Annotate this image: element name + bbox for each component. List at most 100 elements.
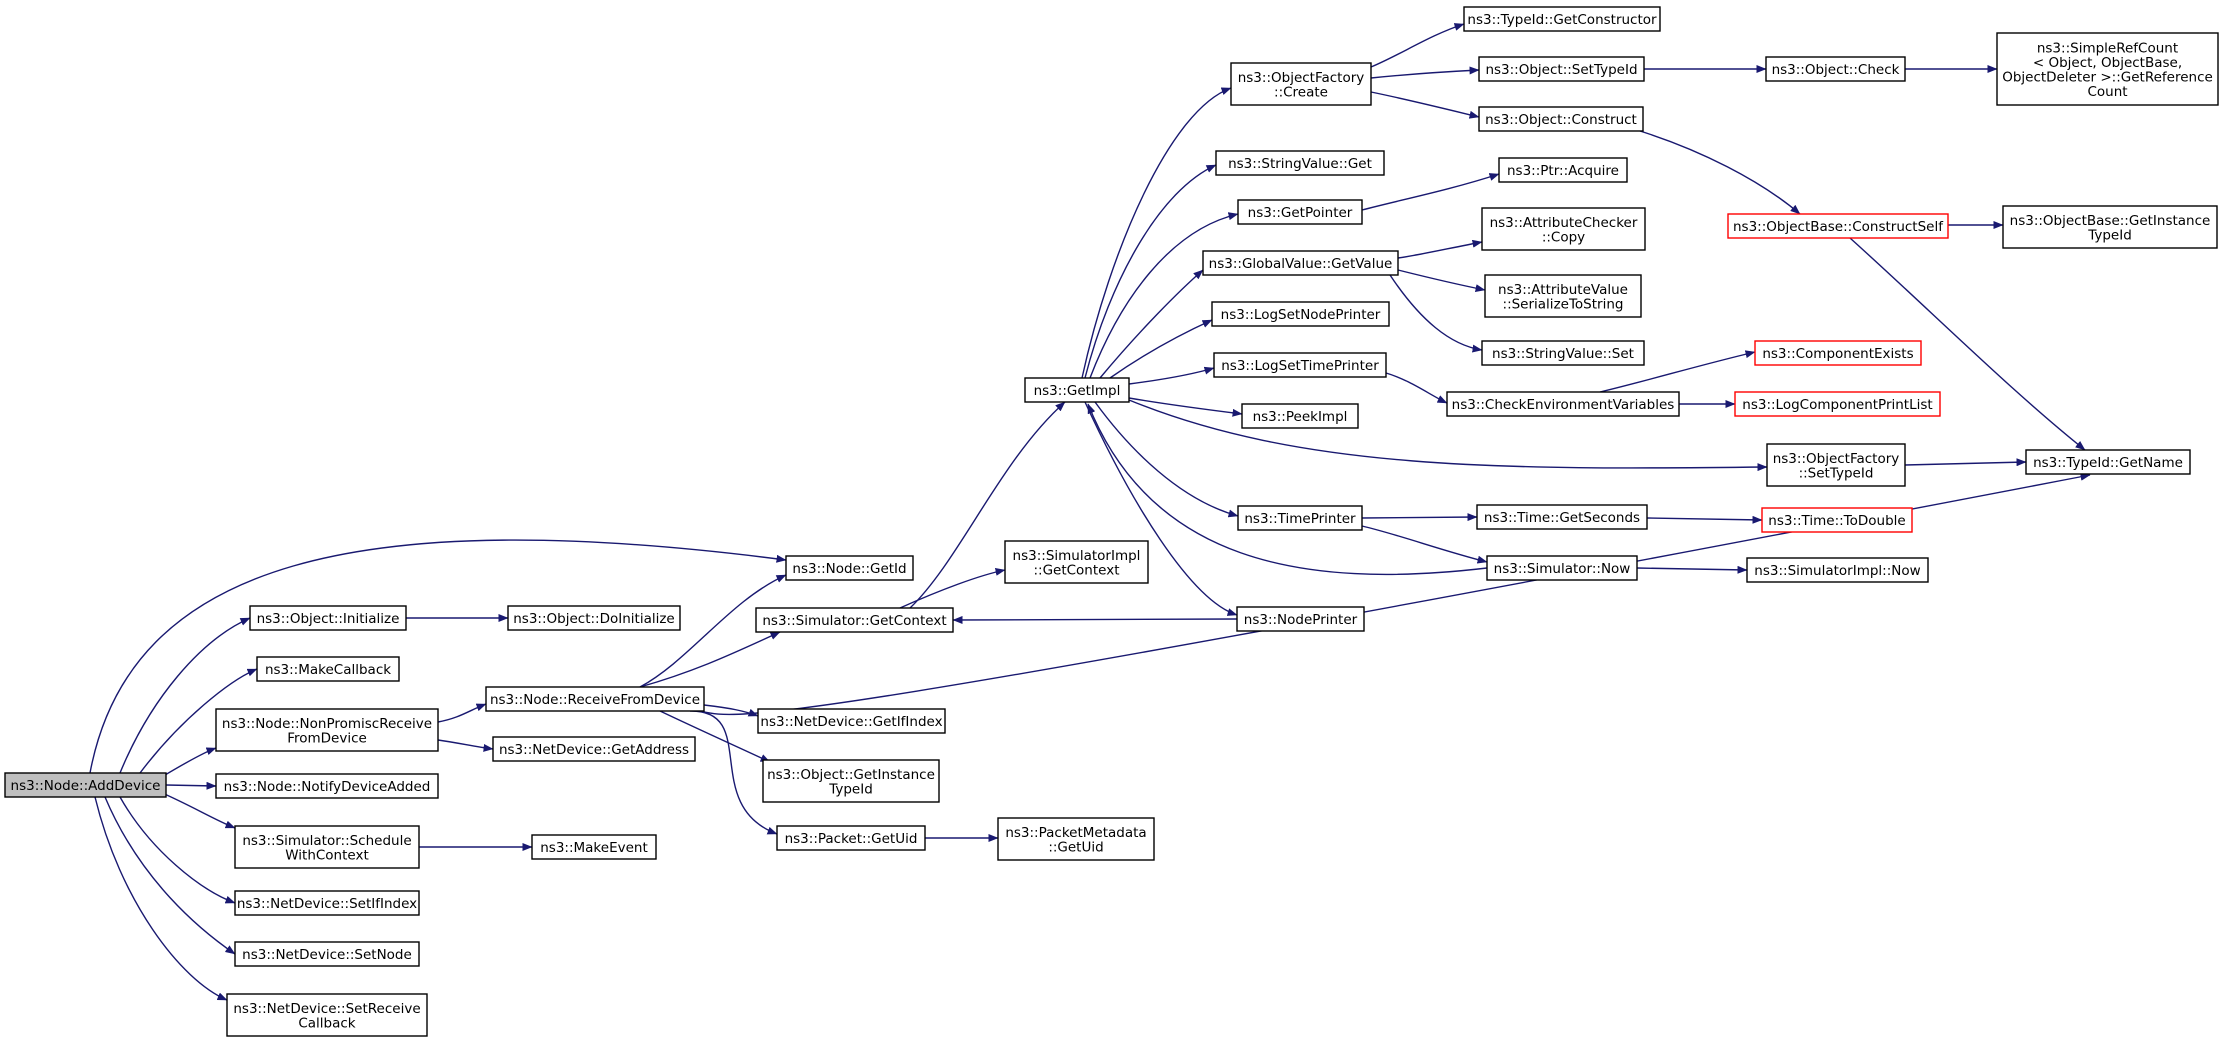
call-edge-23	[1081, 87, 1232, 379]
node-label: ns3::MakeCallback	[265, 662, 391, 678]
call-edge-20	[899, 567, 1006, 609]
node-getpointer[interactable]: ns3::GetPointer	[1237, 199, 1363, 225]
node-checkenv[interactable]: ns3::CheckEnvironmentVariables	[1446, 391, 1680, 417]
node-lognodeprinter[interactable]: ns3::LogSetNodePrinter	[1211, 301, 1390, 327]
node-peekimpl[interactable]: ns3::PeekImpl	[1241, 403, 1359, 429]
node-pmdgetuid[interactable]: ns3::PacketMetadata::GetUid	[997, 817, 1155, 861]
node-label: ns3::NetDevice::SetNode	[242, 947, 412, 963]
node-label: ::Copy	[1542, 229, 1585, 245]
node-strvalget[interactable]: ns3::StringValue::Get	[1215, 150, 1385, 176]
node-objcheck[interactable]: ns3::Object::Check	[1765, 56, 1906, 82]
node-box	[507, 605, 681, 631]
node-box	[1236, 606, 1365, 632]
node-box	[1463, 6, 1661, 32]
node-avserialize[interactable]: ns3::AttributeValue::SerializeToString	[1484, 274, 1642, 318]
node-box	[249, 605, 407, 631]
call-edge-8	[94, 796, 228, 1001]
node-gvgetvalue[interactable]: ns3::GlobalValue::GetValue	[1202, 250, 1399, 276]
node-logcompprintlist[interactable]: ns3::LogComponentPrintList	[1734, 391, 1941, 417]
node-makecallback[interactable]: ns3::MakeCallback	[256, 656, 400, 682]
node-label: ns3::LogComponentPrintList	[1742, 397, 1932, 413]
call-edge-4	[165, 781, 217, 790]
call-edge-41	[1385, 372, 1448, 404]
node-simnow[interactable]: ns3::Simulator::Now	[1486, 555, 1638, 581]
node-nodeprinter[interactable]: ns3::NodePrinter	[1236, 606, 1365, 632]
node-label: WithContext	[285, 847, 369, 863]
node-box	[1484, 274, 1642, 318]
node-box	[1765, 56, 1906, 82]
node-simplerefcount[interactable]: ns3::SimpleRefCount< Object, ObjectBase,…	[1996, 32, 2219, 106]
node-simimplnow[interactable]: ns3::SimulatorImpl::Now	[1746, 557, 1929, 583]
node-adddevice[interactable]: ns3::Node::AddDevice	[4, 772, 167, 798]
node-label: < Object, ObjectBase,	[2033, 55, 2182, 71]
node-box	[1727, 213, 1949, 239]
node-objsettypeid[interactable]: ns3::Object::SetTypeId	[1478, 56, 1645, 82]
node-getid[interactable]: ns3::Node::GetId	[785, 555, 914, 581]
call-edge-7	[104, 796, 236, 955]
call-edge-18	[689, 710, 778, 835]
node-setifindex[interactable]: ns3::NetDevice::SetIfIndex	[234, 890, 420, 916]
node-doinit[interactable]: ns3::Object::DoInitialize	[507, 605, 681, 631]
node-logtimeprinter[interactable]: ns3::LogSetTimePrinter	[1213, 352, 1387, 378]
node-objfactcreate[interactable]: ns3::ObjectFactory::Create	[1230, 62, 1372, 106]
call-edge-14	[639, 631, 781, 688]
node-getaddress[interactable]: ns3::NetDevice::GetAddress	[492, 736, 696, 762]
node-timegetsec[interactable]: ns3::Time::GetSeconds	[1476, 504, 1648, 530]
call-edge-15	[703, 704, 759, 717]
node-box	[492, 736, 696, 762]
node-label: ns3::GetPointer	[1248, 205, 1353, 221]
call-edge-32	[1084, 401, 1238, 616]
node-simimplgetctx[interactable]: ns3::SimulatorImpl::GetContext	[1004, 540, 1149, 584]
node-label: ns3::PacketMetadata	[1005, 825, 1146, 841]
node-compexists[interactable]: ns3::ComponentExists	[1754, 340, 1922, 366]
node-timeprinter[interactable]: ns3::TimePrinter	[1237, 505, 1363, 531]
node-setnode[interactable]: ns3::NetDevice::SetNode	[234, 941, 420, 967]
node-getifindex[interactable]: ns3::NetDevice::GetIfIndex	[757, 708, 946, 734]
node-pktgetuid[interactable]: ns3::Packet::GetUid	[776, 825, 926, 851]
node-label: ns3::NetDevice::GetAddress	[499, 742, 689, 758]
call-edge-3	[159, 747, 217, 779]
call-edge-38	[1397, 239, 1483, 259]
call-edge-35	[1370, 66, 1480, 79]
node-box	[1237, 505, 1363, 531]
node-typeidgetname[interactable]: ns3::TypeId::GetName	[2025, 449, 2191, 475]
node-label: FromDevice	[287, 730, 367, 746]
node-getconstructor[interactable]: ns3::TypeId::GetConstructor	[1463, 6, 1661, 32]
node-makeevent[interactable]: ns3::MakeEvent	[531, 834, 657, 860]
call-edge-34	[1370, 23, 1465, 68]
node-constructself[interactable]: ns3::ObjectBase::ConstructSelf	[1727, 213, 1949, 239]
call-edge-13	[639, 574, 787, 688]
node-label: ns3::NetDevice::SetIfIndex	[237, 896, 417, 912]
call-edge-33	[1087, 403, 1488, 576]
call-edge-21	[909, 401, 1066, 609]
node-getimpl[interactable]: ns3::GetImpl	[1024, 377, 1130, 403]
node-ptracquire[interactable]: ns3::Ptr::Acquire	[1498, 157, 1628, 183]
node-objinit[interactable]: ns3::Object::Initialize	[249, 605, 407, 631]
node-strvalset[interactable]: ns3::StringValue::Set	[1481, 340, 1645, 366]
node-label: ns3::Object::SetTypeId	[1485, 62, 1637, 78]
node-recvfromdev[interactable]: ns3::Node::ReceiveFromDevice	[485, 686, 705, 712]
node-objconstruct[interactable]: ns3::Object::Construct	[1478, 106, 1644, 132]
node-label: Callback	[298, 1015, 355, 1031]
node-box	[1481, 340, 1645, 366]
node-acccopy[interactable]: ns3::AttributeChecker::Copy	[1481, 207, 1646, 251]
call-edge-2	[139, 668, 258, 774]
node-simgetctx[interactable]: ns3::Simulator::GetContext	[755, 607, 954, 633]
node-box	[1481, 207, 1646, 251]
call-edges	[89, 23, 2091, 1001]
node-box	[1734, 391, 1941, 417]
node-box	[1478, 56, 1645, 82]
node-ofsettypeid[interactable]: ns3::ObjectFactory::SetTypeId	[1766, 443, 1906, 487]
node-notifyadded[interactable]: ns3::Node::NotifyDeviceAdded	[215, 773, 439, 799]
node-timetodouble[interactable]: ns3::Time::ToDouble	[1761, 507, 1913, 533]
node-label: ns3::Node::NotifyDeviceAdded	[224, 779, 431, 795]
node-label: ns3::Node::NonPromiscReceive	[222, 716, 432, 732]
node-label: ns3::ComponentExists	[1762, 346, 1913, 362]
node-box	[1996, 32, 2219, 106]
call-edge-27	[1109, 319, 1213, 379]
